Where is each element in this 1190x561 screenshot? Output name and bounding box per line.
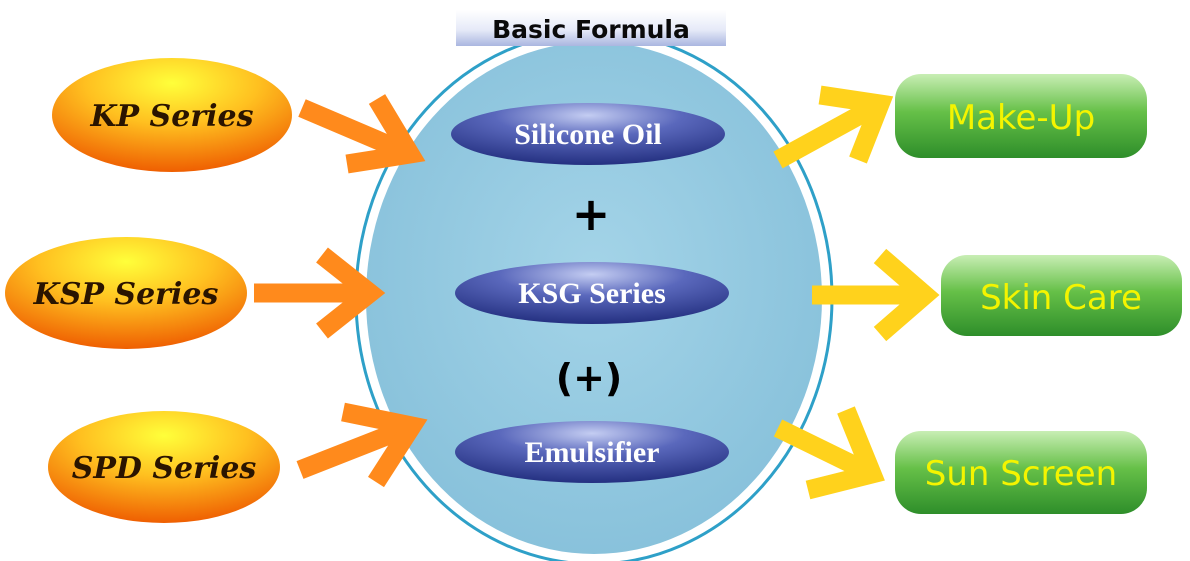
plus-operator: +	[572, 187, 611, 241]
input-oval	[5, 237, 247, 349]
application-skin-care: Skin Care	[941, 255, 1182, 336]
title-tab: Basic Formula	[456, 10, 726, 46]
ingredient-pill	[455, 262, 729, 324]
diagram-title: Basic Formula	[492, 15, 690, 44]
arrow-formula-to-make-up	[773, 85, 894, 169]
input-label: KSP Series	[33, 277, 219, 312]
ingredient-silicone-oil: Silicone Oil	[451, 103, 725, 165]
arrow-ksp-to-formula	[254, 247, 386, 339]
input-oval	[48, 411, 280, 523]
ingredient-pill	[455, 421, 729, 483]
ingredient-label: Silicone Oil	[514, 118, 662, 151]
input-series-ksp: KSP Series	[5, 237, 247, 349]
application-label: Skin Care	[980, 278, 1142, 318]
application-label: Sun Screen	[925, 454, 1117, 494]
application-box	[895, 74, 1147, 158]
arrow-formula-to-skin-care	[812, 248, 940, 342]
arrow-kp-to-formula	[298, 94, 426, 174]
input-series-kp: KP Series	[52, 58, 292, 172]
ingredient-ksg-series: KSG Series	[455, 262, 729, 324]
input-series-spd: SPD Series	[48, 411, 280, 523]
arrow-formula-to-sun-screen	[773, 406, 885, 500]
title-tab-bg	[456, 10, 726, 46]
ingredient-emulsifier: Emulsifier	[455, 421, 729, 483]
optional-plus-operator: (+)	[556, 356, 623, 400]
application-sun-screen: Sun Screen	[895, 431, 1147, 514]
ingredient-pill	[451, 103, 725, 165]
input-label: KP Series	[89, 99, 253, 134]
application-label: Make-Up	[947, 98, 1095, 138]
application-box	[895, 431, 1147, 514]
arrow-spd-to-formula	[296, 402, 428, 488]
input-arrows	[254, 94, 428, 488]
output-arrows	[773, 85, 940, 500]
application-box	[941, 255, 1182, 336]
ingredient-label: Emulsifier	[525, 436, 660, 469]
input-oval	[52, 58, 292, 172]
ingredient-label: KSG Series	[518, 277, 666, 310]
application-make-up: Make-Up	[895, 74, 1147, 158]
input-label: SPD Series	[72, 451, 257, 486]
